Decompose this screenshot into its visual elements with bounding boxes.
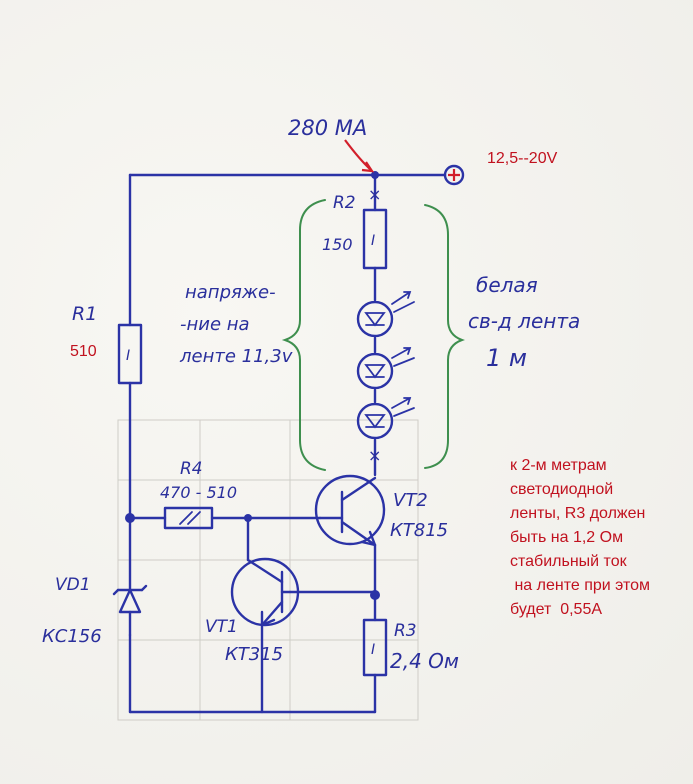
note-line-1: к 2-м метрам [510,457,607,474]
junction-mark-top: × [368,185,381,204]
r3-body-mark: I [371,642,375,658]
led-3 [356,397,415,440]
strip-label-line-2: св-д лента [468,309,580,333]
vd1-name: VD1 [55,575,91,595]
transistor-vt1 [230,557,300,627]
vd1-value: КС156 [42,626,102,647]
resistor-r4 [163,506,214,530]
note-line-7: будет 0,55А [510,601,602,618]
r4-value: 470 - 510 [160,483,237,502]
r2-value: 150 [322,235,353,254]
wires [128,173,447,714]
note-line-6: на ленте при этом [510,577,650,594]
r3-value: 2,4 Ом [390,649,459,673]
supply-voltage: 12,5--20V [487,150,558,167]
strip-voltage-line-3: ленте 11,3v [179,346,293,367]
note-block: к 2-м метрам светодиодной ленты, R3 долж… [510,457,650,618]
vt2-name: VT2 [393,490,428,511]
strip-label-line-3: 1 м [486,344,527,372]
vt1-name: VT1 [205,617,238,637]
current-arrow [344,139,375,173]
zener-vd1 [112,584,148,637]
vt2-value: КТ815 [390,520,448,541]
plus-terminal [443,164,465,186]
strip-voltage-line-1: напряже- [185,282,276,303]
note-line-3: ленты, R3 должен [510,505,645,522]
junction-mark-bottom: × [368,446,381,465]
strip-brackets [281,199,465,471]
transistor-vt2 [314,474,386,547]
r1-body-mark: I [126,348,130,364]
r1-name: R1 [72,303,97,325]
vt1-value: КТ315 [225,644,283,665]
note-line-2: светодиодной [510,481,613,498]
led-1 [356,291,415,338]
resistor-r2: I [362,208,388,270]
r2-name: R2 [333,193,356,213]
resistor-r3: I [362,618,388,677]
strip-voltage-line-2: -ние на [180,314,250,335]
current-label: 280 МА [288,116,367,140]
note-line-5: стабильный ток [510,553,628,570]
r3-name: R3 [394,621,417,641]
resistor-r1: I [117,323,143,385]
r1-value: 510 [70,343,97,360]
r2-body-mark: I [371,233,375,249]
note-line-4: быть на 1,2 Ом [510,529,623,546]
r4-name: R4 [180,459,203,479]
strip-label-line-1: белая [476,273,538,297]
junction-dots [125,171,380,600]
led-2 [356,347,415,390]
